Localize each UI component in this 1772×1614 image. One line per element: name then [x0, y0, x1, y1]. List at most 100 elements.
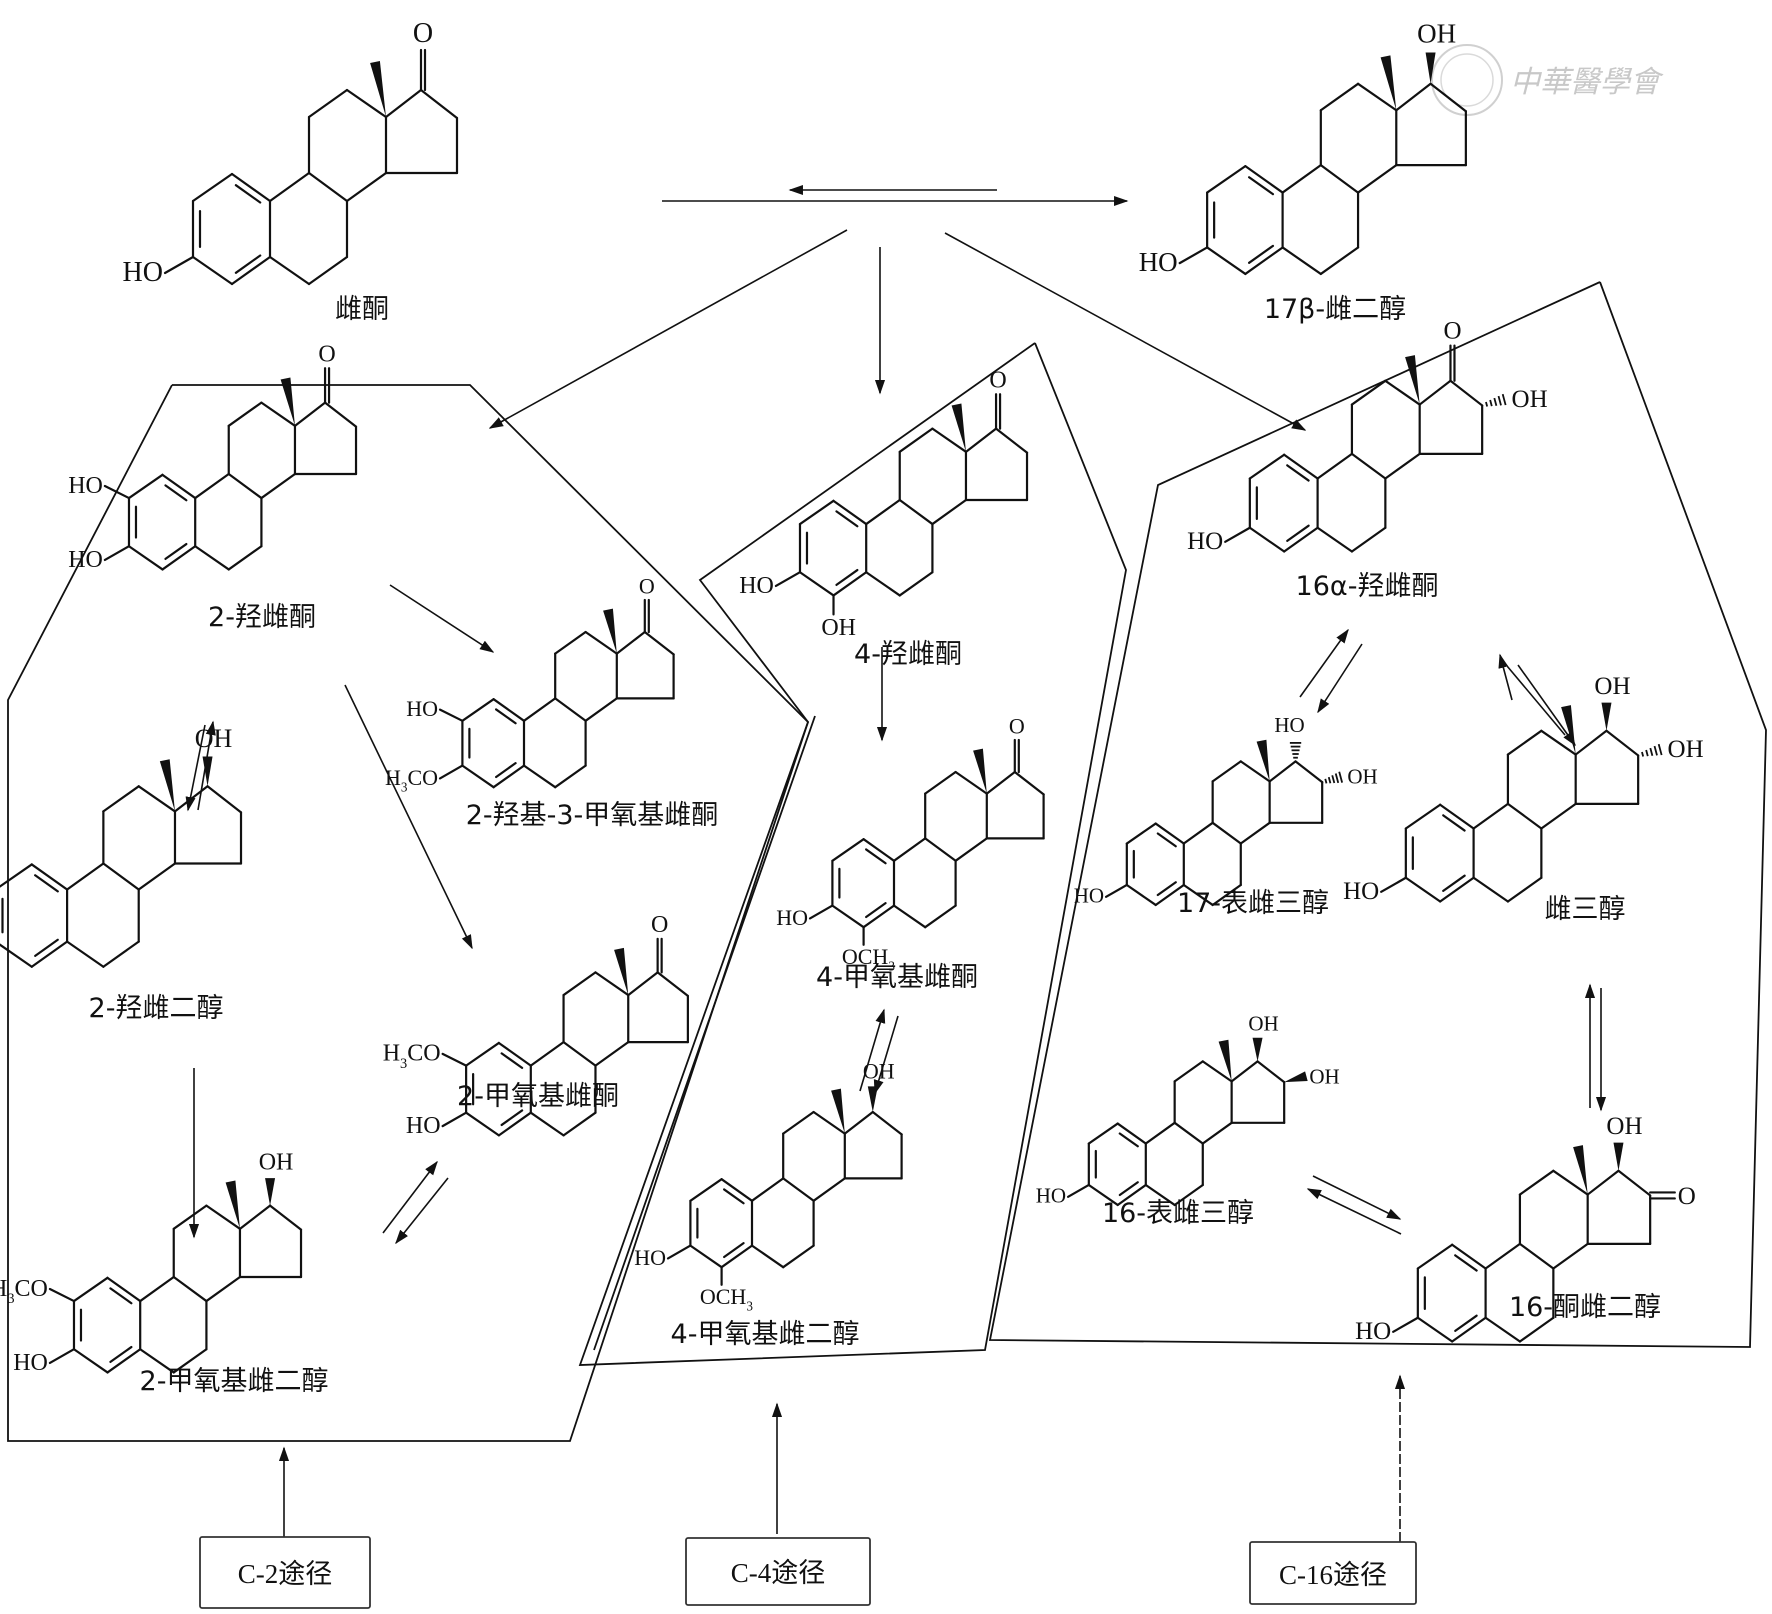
bond-c17-beta-wedge: [867, 1086, 878, 1112]
atom-c17-oxygen: O: [639, 574, 655, 599]
bond-ring-b: [892, 837, 927, 862]
atom-c4-substituent: OH: [821, 615, 856, 641]
bond-ring-b: [268, 171, 311, 203]
atom-c17-oxygen: O: [1009, 714, 1025, 739]
bond-ring-d: [1617, 1169, 1652, 1197]
pathway-box-c16[interactable]: C-16途径: [1249, 1541, 1417, 1605]
atom-c3-substituent: HO: [776, 905, 808, 930]
bond-ring-d: [1574, 729, 1608, 756]
pathway-box-c16-label: C-16途径: [1279, 1560, 1387, 1590]
arrow-16a-oh-e1-to-17epi-e3: [1317, 643, 1363, 714]
pathway-box-c16-frame[interactable]: [1249, 1541, 1417, 1605]
pathway-box-c4-frame[interactable]: [685, 1537, 871, 1606]
pathway-regions: [7, 281, 1767, 1442]
bond-ring-c: [1384, 452, 1421, 480]
bond-ring-b: [172, 1348, 208, 1374]
bond-ring-b: [562, 1111, 597, 1137]
methyl-c18-wedge: [973, 748, 987, 794]
bond-ring-c: [584, 697, 618, 722]
bond-ring-c: [205, 1204, 242, 1230]
bond-ring-a: [862, 904, 896, 929]
bond-ring-d: [1429, 82, 1467, 113]
bond-ring-b: [1518, 1242, 1555, 1270]
pathway-box-c2[interactable]: C-2途径: [199, 1536, 371, 1609]
bond-ring-b: [1316, 526, 1354, 553]
arrow-e3-to-16a-oh-e1-shaft: [1501, 659, 1566, 736]
atom-c3-substituent: HO: [13, 1350, 48, 1376]
bond-ring-b: [1484, 1242, 1522, 1270]
bond-ring-c: [954, 770, 988, 795]
bond-ring-b: [1506, 802, 1543, 830]
bond-double-ring-a: [234, 184, 262, 204]
bond-ring-c: [1540, 802, 1577, 830]
bond-ring-d: [293, 401, 327, 427]
bond-ring-c: [1201, 1060, 1233, 1083]
methyl-c18-wedge: [1380, 55, 1397, 111]
bond-ring-a: [1125, 883, 1157, 907]
pathway-box-c4[interactable]: C-4途径: [685, 1537, 871, 1606]
bond-ring-a: [1116, 1122, 1147, 1145]
bond-double-ring-a: [1442, 874, 1466, 892]
bond-double-ring-a: [865, 848, 887, 865]
bond-c3-substituent: [808, 904, 834, 920]
bond-ring-a: [461, 698, 495, 722]
bond-ring-a: [161, 545, 197, 571]
bond-double-ring-a: [164, 484, 188, 502]
bond-ring-d: [994, 427, 1029, 454]
bond-ring-c: [594, 971, 630, 997]
bond-ring-a: [798, 499, 835, 526]
bond-ring-a: [1125, 822, 1157, 845]
bond-ring-b: [172, 1275, 208, 1303]
bond-ring-b: [782, 1177, 815, 1202]
bond-c3-substituent: [1224, 526, 1251, 543]
bond-ring-c: [1356, 82, 1398, 112]
bond-ring-c: [1319, 82, 1360, 112]
label-2-hydroxyestrone: 2-羟雌酮: [208, 602, 316, 633]
bond-ring-a: [720, 1244, 754, 1269]
atom-c17-oxygen: O: [413, 18, 433, 49]
bond-ring-c: [812, 1110, 846, 1135]
arrow-estrone-to-16a-hydroxyestrone: [944, 232, 1307, 431]
atom-c17-hydroxyl: OH: [195, 724, 233, 753]
bond-ring-c: [260, 472, 297, 500]
bond-ring-a: [1244, 246, 1284, 276]
bond-c3-substituent: [103, 545, 131, 562]
bond-ring-a: [230, 172, 272, 203]
methyl-c18-wedge: [614, 947, 629, 996]
bond-ring-d: [1268, 760, 1297, 783]
bond-ring-b: [898, 498, 934, 526]
bond-ring-b: [194, 545, 230, 571]
bond-ring-c: [562, 971, 597, 997]
compound-labels: 雌酮 17β-雌二醇 2-羟雌酮 2-羟基-3-甲氧基雌酮 2-羟雌二醇 2-甲…: [89, 294, 1662, 1397]
bond-ring-a: [1116, 1183, 1147, 1207]
bond-ring-a: [1451, 1316, 1487, 1343]
bond-ring-b: [1484, 1316, 1522, 1343]
bond-ring-b: [139, 1275, 175, 1303]
bond-ring-a: [30, 940, 69, 968]
bond-ring-a: [461, 764, 495, 789]
atom-c3-substituent: HO: [634, 1245, 666, 1270]
bond-ring-a: [1248, 453, 1286, 480]
label-16a-hydroxyestrone: 16α-羟雌酮: [1296, 571, 1439, 602]
bond-c2-substituent: [48, 1287, 76, 1303]
bond-ring-d: [1418, 379, 1452, 406]
molecule-estrone: OHO: [123, 18, 459, 288]
bond-double-ring-a: [1248, 244, 1275, 264]
bond-ring-d: [1395, 82, 1432, 112]
bond-ring-c: [172, 1204, 208, 1230]
bond-ring-b: [1211, 883, 1242, 907]
arrow-2oh-e1-to-2oh-3meo-e1: [389, 584, 495, 653]
pathway-box-c2-frame[interactable]: [199, 1536, 371, 1609]
methyl-c18-wedge: [1573, 1145, 1588, 1195]
methyl-c18-wedge: [159, 759, 175, 812]
molecules: OHOOHHOOHOHOOH3COHOOHHOHOOHOH3COOHHOH3CO…: [0, 18, 1704, 1376]
bond-c3-substituent: [438, 764, 464, 780]
bond-double-ring-a: [500, 1109, 524, 1127]
bond-ring-a: [832, 571, 868, 597]
bond-ring-b: [1173, 1183, 1204, 1207]
methyl-c18-wedge: [1405, 355, 1420, 405]
